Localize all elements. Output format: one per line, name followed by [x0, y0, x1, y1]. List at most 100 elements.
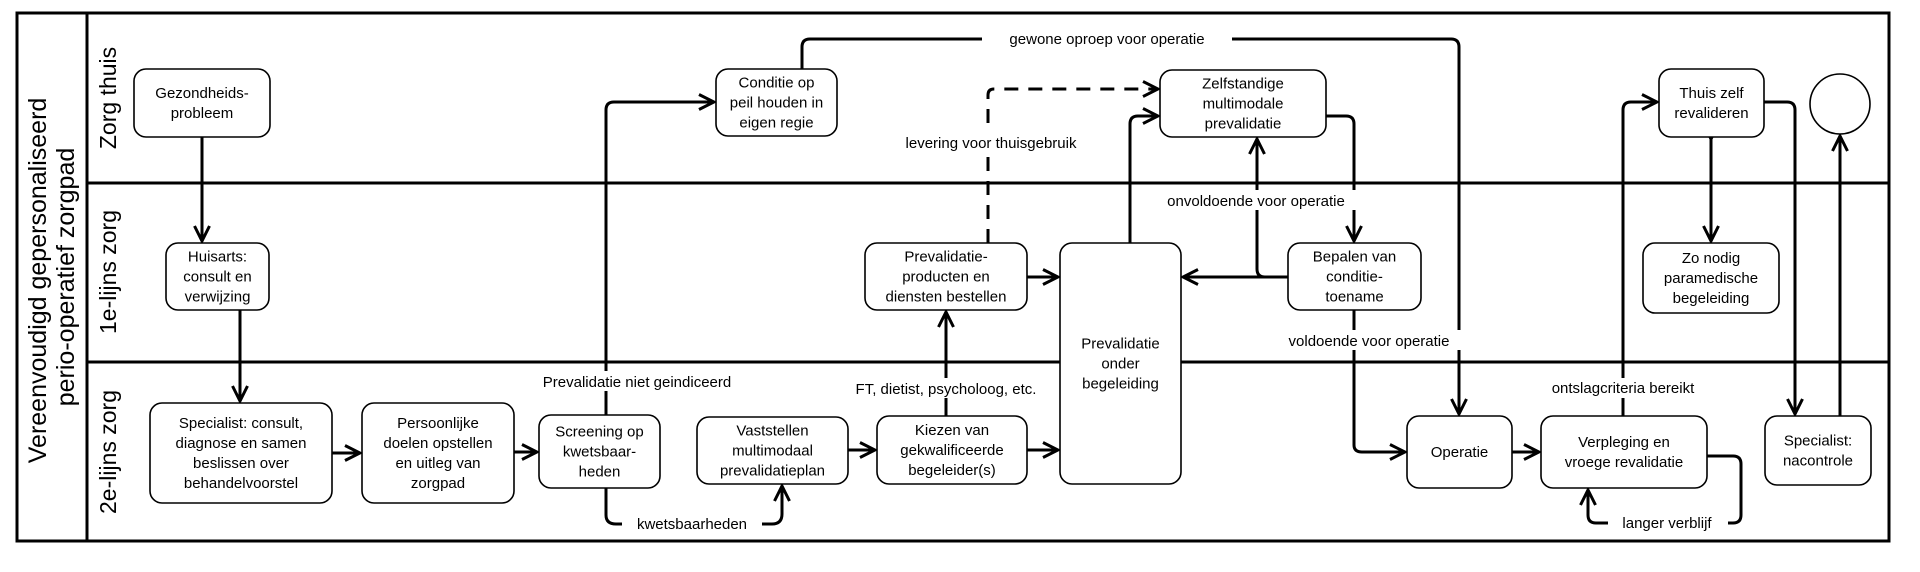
node-label-line: multimodaal: [732, 443, 813, 460]
node-label-line: consult en: [183, 269, 251, 286]
edge-label-niet-geindiceerd: Prevalidatie niet geindiceerd: [543, 374, 731, 391]
edge-label-levering-thuisgebruik: levering voor thuisgebruik: [906, 135, 1077, 152]
node-conditie-op-peil[interactable]: Conditie op peil houden in eigen regie: [715, 68, 838, 137]
node-label-line: begeleider(s): [908, 462, 996, 479]
edge-label-langer-verblijf: langer verblijf: [1622, 515, 1712, 532]
edge-label-kwetsbaarheden: kwetsbaarheden: [637, 516, 747, 533]
node-label-line: Conditie op: [739, 75, 815, 92]
node-box[interactable]: [715, 68, 838, 137]
node-verpleging[interactable]: Verpleging en vroege revalidatie: [1540, 415, 1708, 489]
node-box[interactable]: [696, 416, 849, 485]
lane-label-1e-lijns: 1e-lijns zorg: [95, 210, 121, 334]
node-label-line: producten en: [902, 269, 990, 286]
pool-title-line-1: Vereenvoudigd gepersonaliseerd: [24, 98, 52, 464]
node-box[interactable]: [165, 242, 270, 311]
node-box[interactable]: [876, 415, 1028, 485]
lane-label-zorg-thuis: Zorg thuis: [95, 47, 121, 149]
flow-screening-conditie: [604, 102, 714, 415]
node-label-line: doelen opstellen: [383, 435, 492, 452]
flow-bepalen-operatie: [1352, 310, 1405, 452]
node-label-line: Specialist: consult,: [179, 415, 303, 432]
flow-thuis-nacontrole: [1764, 100, 1795, 414]
flow-zelfstandige-bepalen: [1326, 114, 1354, 241]
node-label-line: Prevalidatie: [1081, 336, 1159, 353]
end-event-circle[interactable]: [1809, 73, 1871, 135]
node-box[interactable]: [1406, 415, 1513, 489]
node-box[interactable]: [1642, 242, 1780, 314]
node-label-line: Verpleging en: [1578, 434, 1670, 451]
node-prevalidatie-begeleiding[interactable]: Prevalidatie onder begeleiding: [1059, 242, 1182, 485]
node-persoonlijke-doelen[interactable]: Persoonlijke doelen opstellen en uitleg va…: [361, 402, 515, 504]
edge-label-gewone-oproep: gewone oproep voor operatie: [1009, 31, 1204, 48]
flow-producten-zelfstandige-dashed: [986, 89, 1158, 243]
node-label-line: nacontrole: [1783, 453, 1853, 470]
flow-bepalen-zelfstandige: [1257, 139, 1288, 279]
node-operatie[interactable]: Operatie: [1406, 415, 1513, 489]
node-label-line: Screening op: [555, 424, 643, 441]
node-label-line: Zo nodig: [1682, 250, 1740, 267]
node-specialist-consult[interactable]: Specialist: consult, diagnose en samen bes…: [149, 402, 333, 504]
node-gezondheidsprobleem[interactable]: Gezondheids-probleem: [133, 68, 271, 138]
pool-title: Vereenvoudigd gepersonaliseerd perio-ope…: [24, 91, 80, 464]
flow-verpleging-langer-verblijf: [1588, 454, 1743, 525]
nodes: Gezondheids-probleem Huisarts: consult en…: [133, 68, 1872, 504]
node-box[interactable]: [1287, 242, 1422, 311]
node-label-line: beslissen over: [193, 455, 289, 472]
node-huisarts[interactable]: Huisarts: consult en verwijzing: [165, 242, 270, 311]
edge-label-voldoende: voldoende voor operatie: [1289, 333, 1450, 350]
node-box[interactable]: [1059, 242, 1182, 485]
node-box[interactable]: [1540, 415, 1708, 489]
node-label-line: Thuis zelf: [1679, 85, 1744, 102]
node-label-line: onder: [1101, 356, 1139, 373]
node-specialist-nacontrole[interactable]: Specialist: nacontrole: [1764, 415, 1872, 486]
node-label-line: Vaststellen: [736, 423, 808, 440]
flows: [202, 37, 1840, 526]
node-producten-bestellen[interactable]: Prevalidatie-producten en diensten bestel…: [864, 242, 1028, 311]
node-label-line: Operatie: [1431, 444, 1489, 461]
node-label-line: behandelvoorstel: [184, 475, 298, 492]
node-box[interactable]: [133, 68, 271, 138]
node-box[interactable]: [149, 402, 333, 504]
node-box[interactable]: [864, 242, 1028, 311]
node-label-line: verwijzing: [185, 289, 251, 306]
node-thuis-revalideren[interactable]: Thuis zelf revalideren: [1658, 68, 1765, 138]
node-label-line: diensten bestellen: [886, 289, 1007, 306]
node-label-line: begeleiding: [1082, 376, 1159, 393]
node-label-line: Gezondheids-: [155, 85, 248, 102]
node-label-line: probleem: [171, 105, 234, 122]
node-label-line: conditie-: [1326, 269, 1383, 286]
node-label-line: en uitleg van: [395, 455, 480, 472]
node-label-line: Specialist:: [1784, 433, 1852, 450]
node-vaststellen-plan[interactable]: Vaststellen multimodaal prevalidatieplan: [696, 416, 849, 485]
node-box[interactable]: [361, 402, 515, 504]
node-label-line: peil houden in: [730, 95, 823, 112]
node-label-line: gekwalificeerde: [900, 442, 1003, 459]
node-label-line: begeleiding: [1673, 290, 1750, 307]
node-box[interactable]: [1658, 68, 1765, 138]
node-box[interactable]: [1159, 69, 1327, 138]
edge-labels: gewone oproep voor operatie levering voo…: [520, 28, 1728, 534]
node-box[interactable]: [538, 414, 661, 489]
node-label-line: eigen regie: [739, 115, 813, 132]
node-label-line: Persoonlijke: [397, 415, 479, 432]
node-label-line: multimodale: [1203, 96, 1284, 113]
edge-label-ontslagcriteria: ontslagcriteria bereikt: [1552, 380, 1695, 397]
node-label-line: Huisarts:: [188, 249, 247, 266]
pool-title-line-2: perio-operatief zorgpad: [52, 148, 80, 407]
node-label-line: vroege revalidatie: [1565, 454, 1683, 471]
node-box[interactable]: [1764, 415, 1872, 486]
node-label-line: revalideren: [1674, 105, 1748, 122]
node-label-line: prevalidatieplan: [720, 463, 825, 480]
node-label-line: diagnose en samen: [176, 435, 307, 452]
node-label-line: heden: [579, 464, 621, 481]
node-label-line: toename: [1325, 289, 1383, 306]
node-label-line: zorgpad: [411, 475, 465, 492]
node-label-line: Prevalidatie-: [904, 249, 987, 266]
flow-verpleging-thuis: [1621, 102, 1657, 416]
